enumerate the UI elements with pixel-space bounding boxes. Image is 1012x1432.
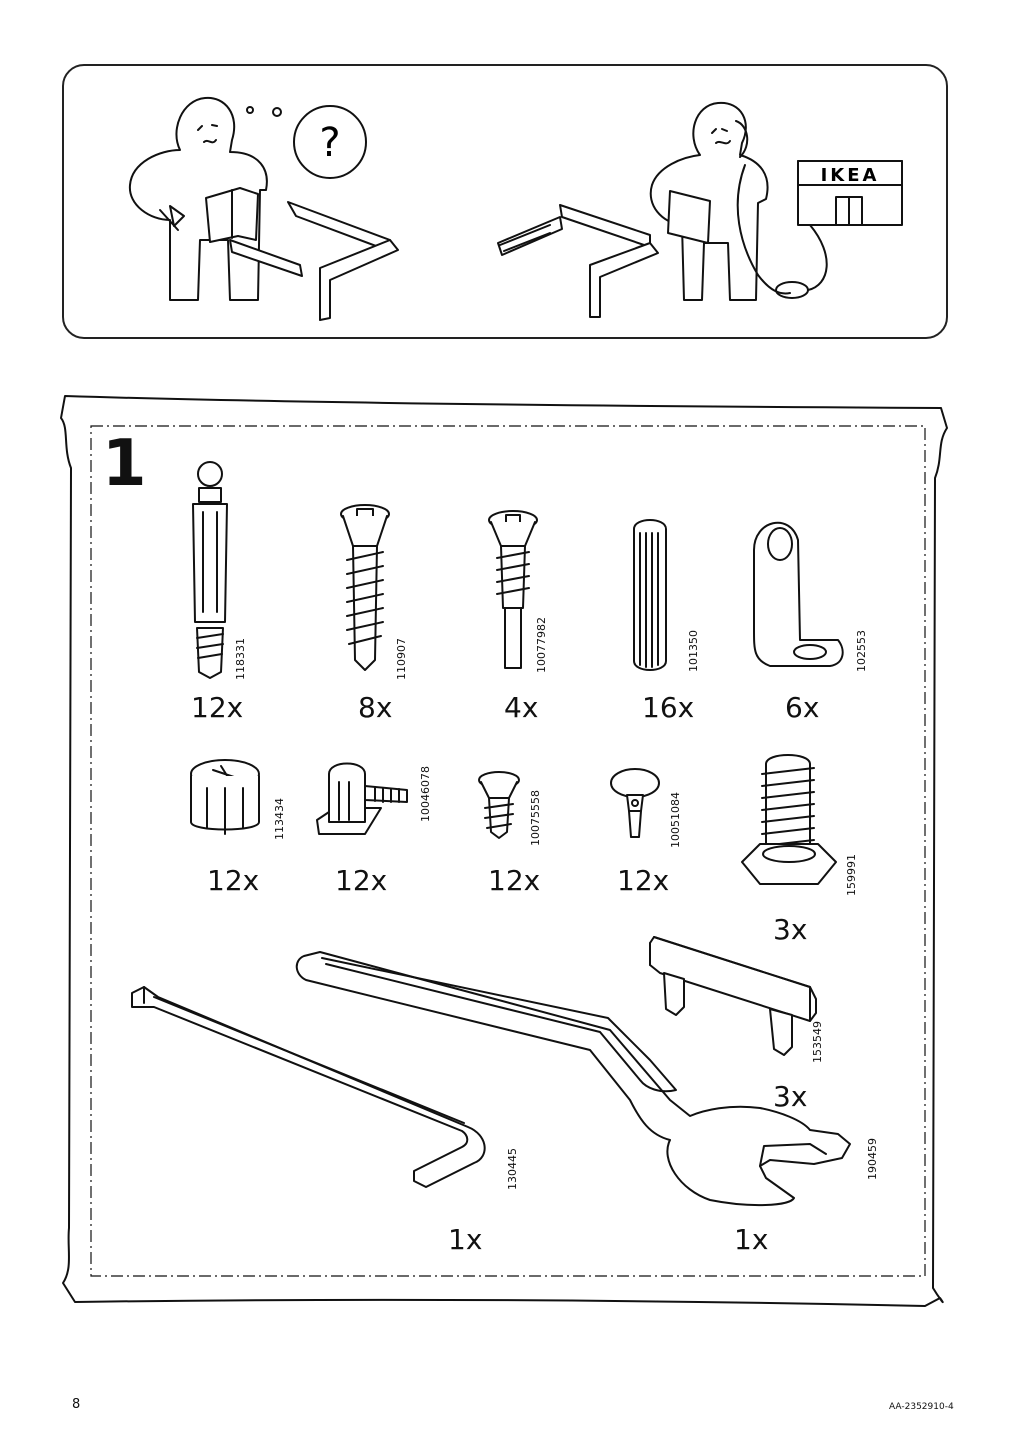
document-id: AA-2352910-4: [889, 1402, 954, 1412]
cam-dowel-icon: [192, 461, 228, 679]
help-panel: [62, 64, 948, 339]
part-quantity: 12x: [335, 864, 388, 897]
screw-icon: [340, 504, 390, 671]
part-quantity: 1x: [448, 1223, 483, 1256]
question-mark: ?: [319, 120, 340, 166]
part-quantity: 3x: [773, 1080, 808, 1113]
part-code: 118331: [234, 638, 247, 680]
part-quantity: 12x: [488, 864, 541, 897]
wood-dowel-icon: [633, 519, 667, 671]
part-quantity: 4x: [504, 691, 539, 724]
step-frame: [60, 395, 948, 1307]
part-code: 110907: [395, 638, 408, 680]
allen-key-icon: [131, 986, 486, 1188]
part-quantity: 12x: [191, 691, 244, 724]
small-screw-icon: [478, 771, 520, 839]
part-code: 10075558: [529, 790, 542, 846]
connector-housing-icon: [316, 762, 408, 835]
page-number: 8: [72, 1397, 81, 1412]
part-code: 190459: [866, 1138, 879, 1180]
leveling-foot-icon: [741, 754, 837, 885]
shelf-pin-icon: [610, 768, 660, 838]
part-quantity: 12x: [617, 864, 670, 897]
part-code: 101350: [687, 630, 700, 672]
part-quantity: 3x: [773, 913, 808, 946]
part-quantity: 1x: [734, 1223, 769, 1256]
cam-lock-icon: [190, 759, 260, 835]
part-code: 159991: [845, 854, 858, 896]
part-code: 102553: [855, 630, 868, 672]
part-quantity: 12x: [207, 864, 260, 897]
part-quantity: 16x: [642, 691, 695, 724]
confused-man-illustration: ?: [128, 96, 399, 321]
part-code: 10051084: [669, 792, 682, 848]
store-sign: IKEA: [821, 165, 880, 186]
part-code: 113434: [273, 798, 286, 840]
part-code: 10046078: [419, 766, 432, 822]
bolt-pin-icon: [488, 510, 538, 669]
step-number: 1: [102, 427, 147, 501]
phone-call-illustration: IKEA: [497, 101, 903, 318]
part-code: 10077982: [535, 617, 548, 673]
handle-part-icon: [649, 936, 817, 1056]
angle-bracket-icon: [753, 521, 844, 667]
wrench-icon: [295, 951, 851, 1207]
part-quantity: 6x: [785, 691, 820, 724]
part-quantity: 8x: [358, 691, 393, 724]
